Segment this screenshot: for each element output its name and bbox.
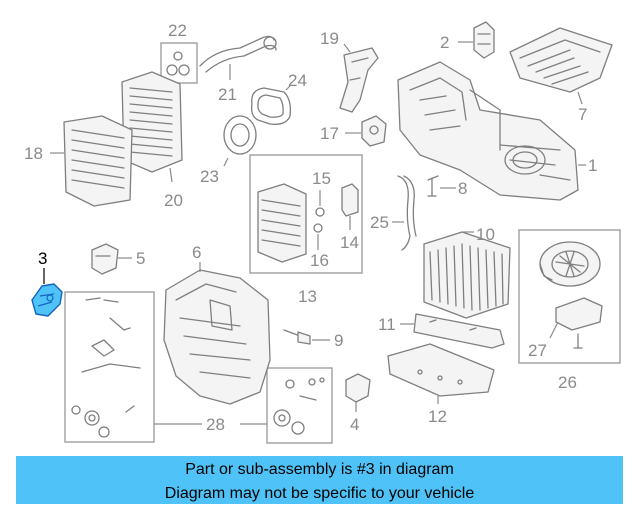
group-box-26 (518, 229, 621, 364)
linkage-kit-part-28-left (71, 297, 141, 438)
clip-part-15 (315, 207, 325, 217)
o-rings-part-22 (166, 51, 190, 76)
callout-21: 21 (218, 85, 237, 104)
info-banner: Part or sub-assembly is #3 in diagram Di… (16, 456, 623, 504)
callout-26: 26 (558, 373, 577, 392)
bracket-part-11 (413, 313, 505, 349)
callout-7: 7 (578, 105, 587, 124)
callout-6: 6 (192, 243, 201, 262)
clip-part-16 (313, 223, 323, 233)
actuator-part-17 (361, 115, 387, 147)
callout-4: 4 (350, 415, 359, 434)
actuator-part-3-highlighted[interactable] (31, 283, 63, 317)
banner-line-1: Part or sub-assembly is #3 in diagram (185, 461, 454, 478)
seal-part-24 (250, 87, 292, 125)
callout-14: 14 (340, 233, 359, 252)
pipe-part-21 (199, 35, 277, 73)
callout-5: 5 (136, 249, 145, 268)
leader-19 (343, 43, 351, 53)
leader-27 (549, 321, 559, 339)
callout-8: 8 (458, 179, 467, 198)
group-box-28-right (266, 367, 333, 444)
group-box-13 (249, 154, 363, 274)
sensor-part-14 (341, 183, 359, 217)
callout-17: 17 (320, 124, 339, 143)
callout-12: 12 (428, 407, 447, 426)
sensor-part-9 (283, 329, 311, 345)
callout-11: 11 (378, 315, 396, 334)
parts-diagram: 1 2 7 19 17 24 23 21 (24, 21, 621, 444)
screw-part-8 (427, 175, 439, 197)
callout-18: 18 (24, 144, 43, 163)
callout-24: 24 (288, 71, 307, 90)
bracket-part-2 (473, 21, 495, 59)
actuator-part-4 (345, 373, 371, 403)
callout-28: 28 (206, 415, 225, 434)
banner-line-2: Diagram may not be specific to your vehi… (164, 485, 475, 502)
callout-25: 25 (370, 213, 389, 232)
lower-housing-part-6 (163, 269, 271, 405)
leader-24 (285, 85, 291, 91)
callout-3: 3 (38, 249, 47, 268)
callout-27: 27 (528, 341, 547, 360)
cover-plate-part-12 (387, 343, 495, 397)
callout-15: 15 (312, 169, 331, 188)
leader-20 (169, 167, 173, 183)
module-part-5 (91, 243, 119, 275)
callout-13: 13 (298, 287, 317, 306)
callout-2: 2 (440, 33, 449, 52)
callout-1: 1 (588, 156, 597, 175)
leader-23 (223, 157, 229, 167)
air-filter-part-10 (423, 231, 511, 319)
cover-part-7 (509, 27, 613, 93)
callout-19: 19 (320, 29, 339, 48)
callout-16: 16 (310, 251, 329, 270)
blower-motor-part-26 (539, 241, 601, 287)
bracket-part-19 (339, 47, 379, 113)
linkage-kit-part-28-right (273, 377, 325, 435)
callout-9: 9 (334, 331, 343, 350)
callout-20: 20 (164, 191, 183, 210)
drain-hose-part-25 (397, 175, 417, 251)
callout-10: 10 (476, 225, 495, 244)
cabin-filter-part-13 (257, 183, 307, 263)
hvac-housing-part (397, 61, 579, 201)
evaporator-part-18 (63, 115, 133, 207)
gasket-part-23 (223, 115, 257, 155)
resistor-part-27 (555, 297, 603, 349)
callout-22: 22 (168, 21, 187, 40)
group-box-22 (160, 42, 198, 84)
callout-23: 23 (200, 167, 219, 186)
group-box-28-left (64, 291, 155, 443)
leader-7 (577, 91, 583, 105)
